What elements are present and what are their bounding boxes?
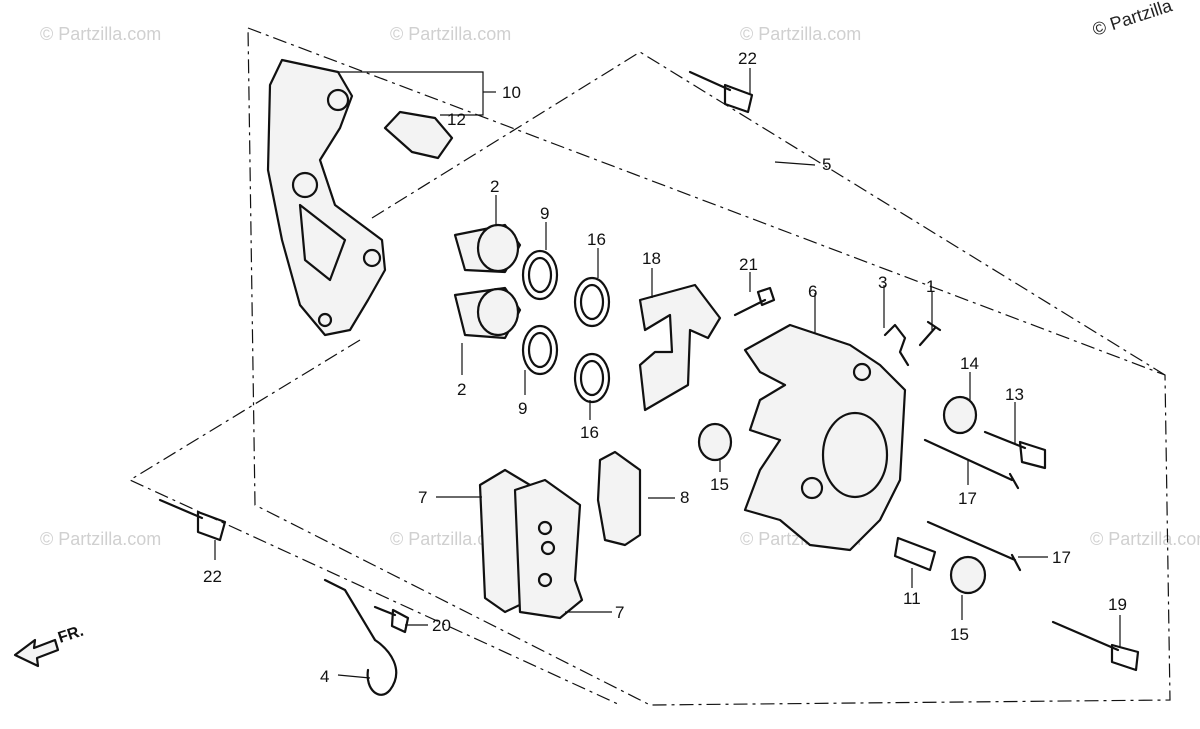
callout-17: 17: [958, 489, 977, 508]
callout-16: 16: [580, 423, 599, 442]
dust-boot-lower: [949, 555, 987, 595]
pad-pin-wire: [323, 578, 398, 696]
callout-5: 5: [822, 155, 831, 174]
bleeder-screw: [733, 286, 776, 317]
callout-14: 14: [960, 354, 979, 373]
callout-18: 18: [642, 249, 661, 268]
callout-17: 17: [1052, 548, 1071, 567]
bleeder-cap: [918, 320, 942, 347]
leader-lines: [214, 68, 1121, 679]
brake-pads: [478, 468, 584, 620]
callout-20: 20: [432, 616, 451, 635]
callout-7: 7: [615, 603, 624, 622]
pad-shim: [638, 283, 722, 412]
pin-boot-clip: [883, 323, 910, 367]
dust-boot: [697, 422, 733, 462]
pin-bolt: [983, 430, 1047, 470]
callout-1: 1: [926, 277, 935, 296]
small-bolt: [373, 605, 410, 634]
front-direction-arrow: [13, 638, 60, 668]
direction-label: FR.: [56, 623, 86, 647]
watermark: © Partzilla.com: [390, 529, 511, 549]
callout-12: 12: [447, 110, 466, 129]
callout-8: 8: [680, 488, 689, 507]
callout-4: 4: [320, 667, 329, 686]
watermark: © Partzilla.com: [40, 24, 161, 44]
callout-13: 13: [1005, 385, 1024, 404]
callout-3: 3: [878, 273, 887, 292]
mount-bolt-top: [688, 70, 754, 114]
pin-boot: [942, 395, 978, 435]
callout-6: 6: [808, 282, 817, 301]
callout-9: 9: [540, 204, 549, 223]
callout-19: 19: [1108, 595, 1127, 614]
callout-7: 7: [418, 488, 427, 507]
callout-16: 16: [587, 230, 606, 249]
watermark: © Partzilla.com: [40, 529, 161, 549]
assembly-outline: [247, 27, 1171, 706]
pad-spring: [596, 450, 642, 547]
callout-22: 22: [738, 49, 757, 68]
slide-pin-upper: [923, 438, 1020, 490]
callout-10: 10: [502, 83, 521, 102]
piston-lower: [453, 286, 522, 340]
callout-2: 2: [457, 380, 466, 399]
callout-21: 21: [739, 255, 758, 274]
callout-11: 11: [903, 589, 921, 608]
lower-dash-line: [128, 339, 621, 706]
callout-15: 15: [710, 475, 729, 494]
caliper-body: [743, 323, 907, 552]
caliper-bracket: [266, 58, 387, 337]
pad-retainer-clip: [383, 110, 454, 160]
watermark: © Partzilla.com: [740, 24, 861, 44]
piston-upper: [453, 223, 522, 274]
sleeve: [893, 536, 937, 572]
callout-2: 2: [490, 177, 499, 196]
watermark: © Partzilla.com: [1090, 529, 1200, 549]
slide-pin-lower: [926, 520, 1022, 572]
callout-9: 9: [518, 399, 527, 418]
callout-22: 22: [203, 567, 222, 586]
callout-15: 15: [950, 625, 969, 644]
seal-rings: [521, 249, 611, 404]
mount-bolt-left: [158, 498, 227, 542]
mount-bolt-right: [1051, 620, 1140, 672]
watermark: © Partzilla.com: [390, 24, 511, 44]
copyright-watermark: © Partzilla: [1090, 0, 1175, 40]
